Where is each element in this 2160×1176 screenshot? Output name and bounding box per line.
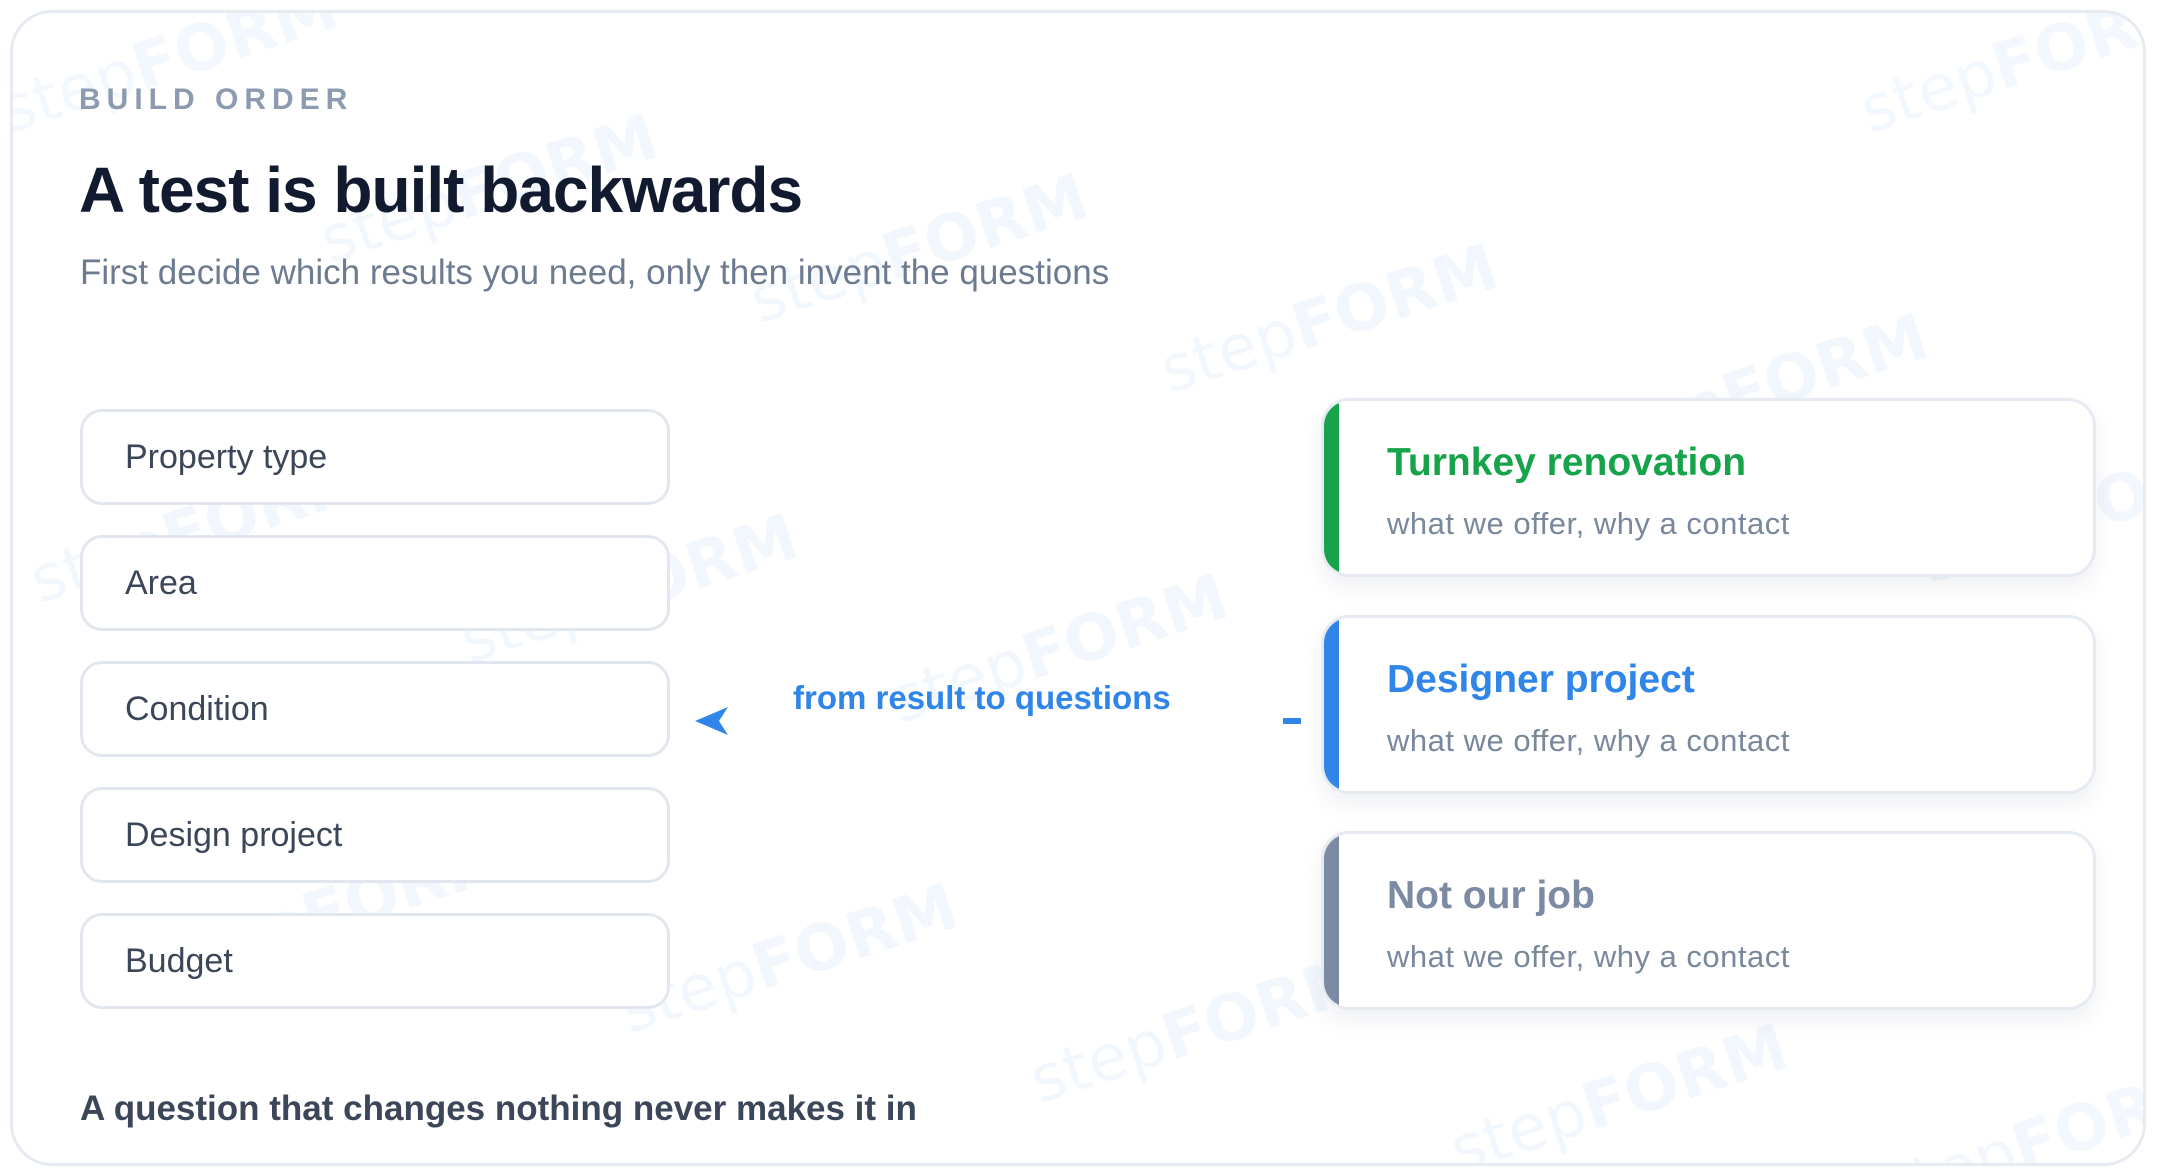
footer-note: A question that changes nothing never ma… (80, 1089, 917, 1128)
question-label: Design project (125, 815, 343, 854)
result-subtitle: what we offer, why a contact (1387, 723, 1790, 758)
page-title: A test is built backwards (79, 154, 803, 226)
slide-card: stepFORM stepFORM stepFORM stepFORM step… (10, 10, 2146, 1166)
result-subtitle: what we offer, why a contact (1387, 506, 1790, 541)
watermark-logo: stepFORM (1851, 10, 2146, 149)
question-item: Design project (80, 787, 670, 883)
backward-arrow (695, 707, 1303, 735)
result-accent-bar (1324, 834, 1339, 1007)
question-item: Condition (80, 661, 670, 757)
question-item: Property type (80, 409, 670, 505)
result-accent-bar (1324, 618, 1339, 791)
question-label: Budget (125, 941, 233, 980)
result-card-not-our-job: Not our job what we offer, why a contact (1321, 831, 2096, 1010)
watermark-logo: stepFORM (1871, 1050, 2146, 1166)
result-title: Not our job (1387, 874, 1595, 917)
result-accent-bar (1324, 401, 1339, 574)
question-label: Property type (125, 437, 328, 476)
arrow-head-icon (695, 707, 728, 735)
watermark-logo: stepFORM (1151, 230, 1507, 409)
result-title: Designer project (1387, 658, 1695, 701)
result-card-turnkey: Turnkey renovation what we offer, why a … (1321, 398, 2096, 577)
watermark-logo: stepFORM (1441, 1010, 1797, 1166)
watermark-logo: stepFORM (10, 10, 347, 149)
result-title: Turnkey renovation (1387, 441, 1747, 484)
question-label: Condition (125, 689, 269, 728)
question-item: Area (80, 535, 670, 631)
arrow-label: from result to questions (793, 679, 1171, 716)
question-label: Area (125, 563, 197, 602)
question-item: Budget (80, 913, 670, 1009)
arrow-tail (1283, 718, 1301, 724)
result-card-designer: Designer project what we offer, why a co… (1321, 615, 2096, 794)
page-subtitle: First decide which results you need, onl… (80, 253, 1110, 292)
eyebrow-label: BUILD ORDER (79, 83, 354, 116)
result-subtitle: what we offer, why a contact (1387, 939, 1790, 974)
